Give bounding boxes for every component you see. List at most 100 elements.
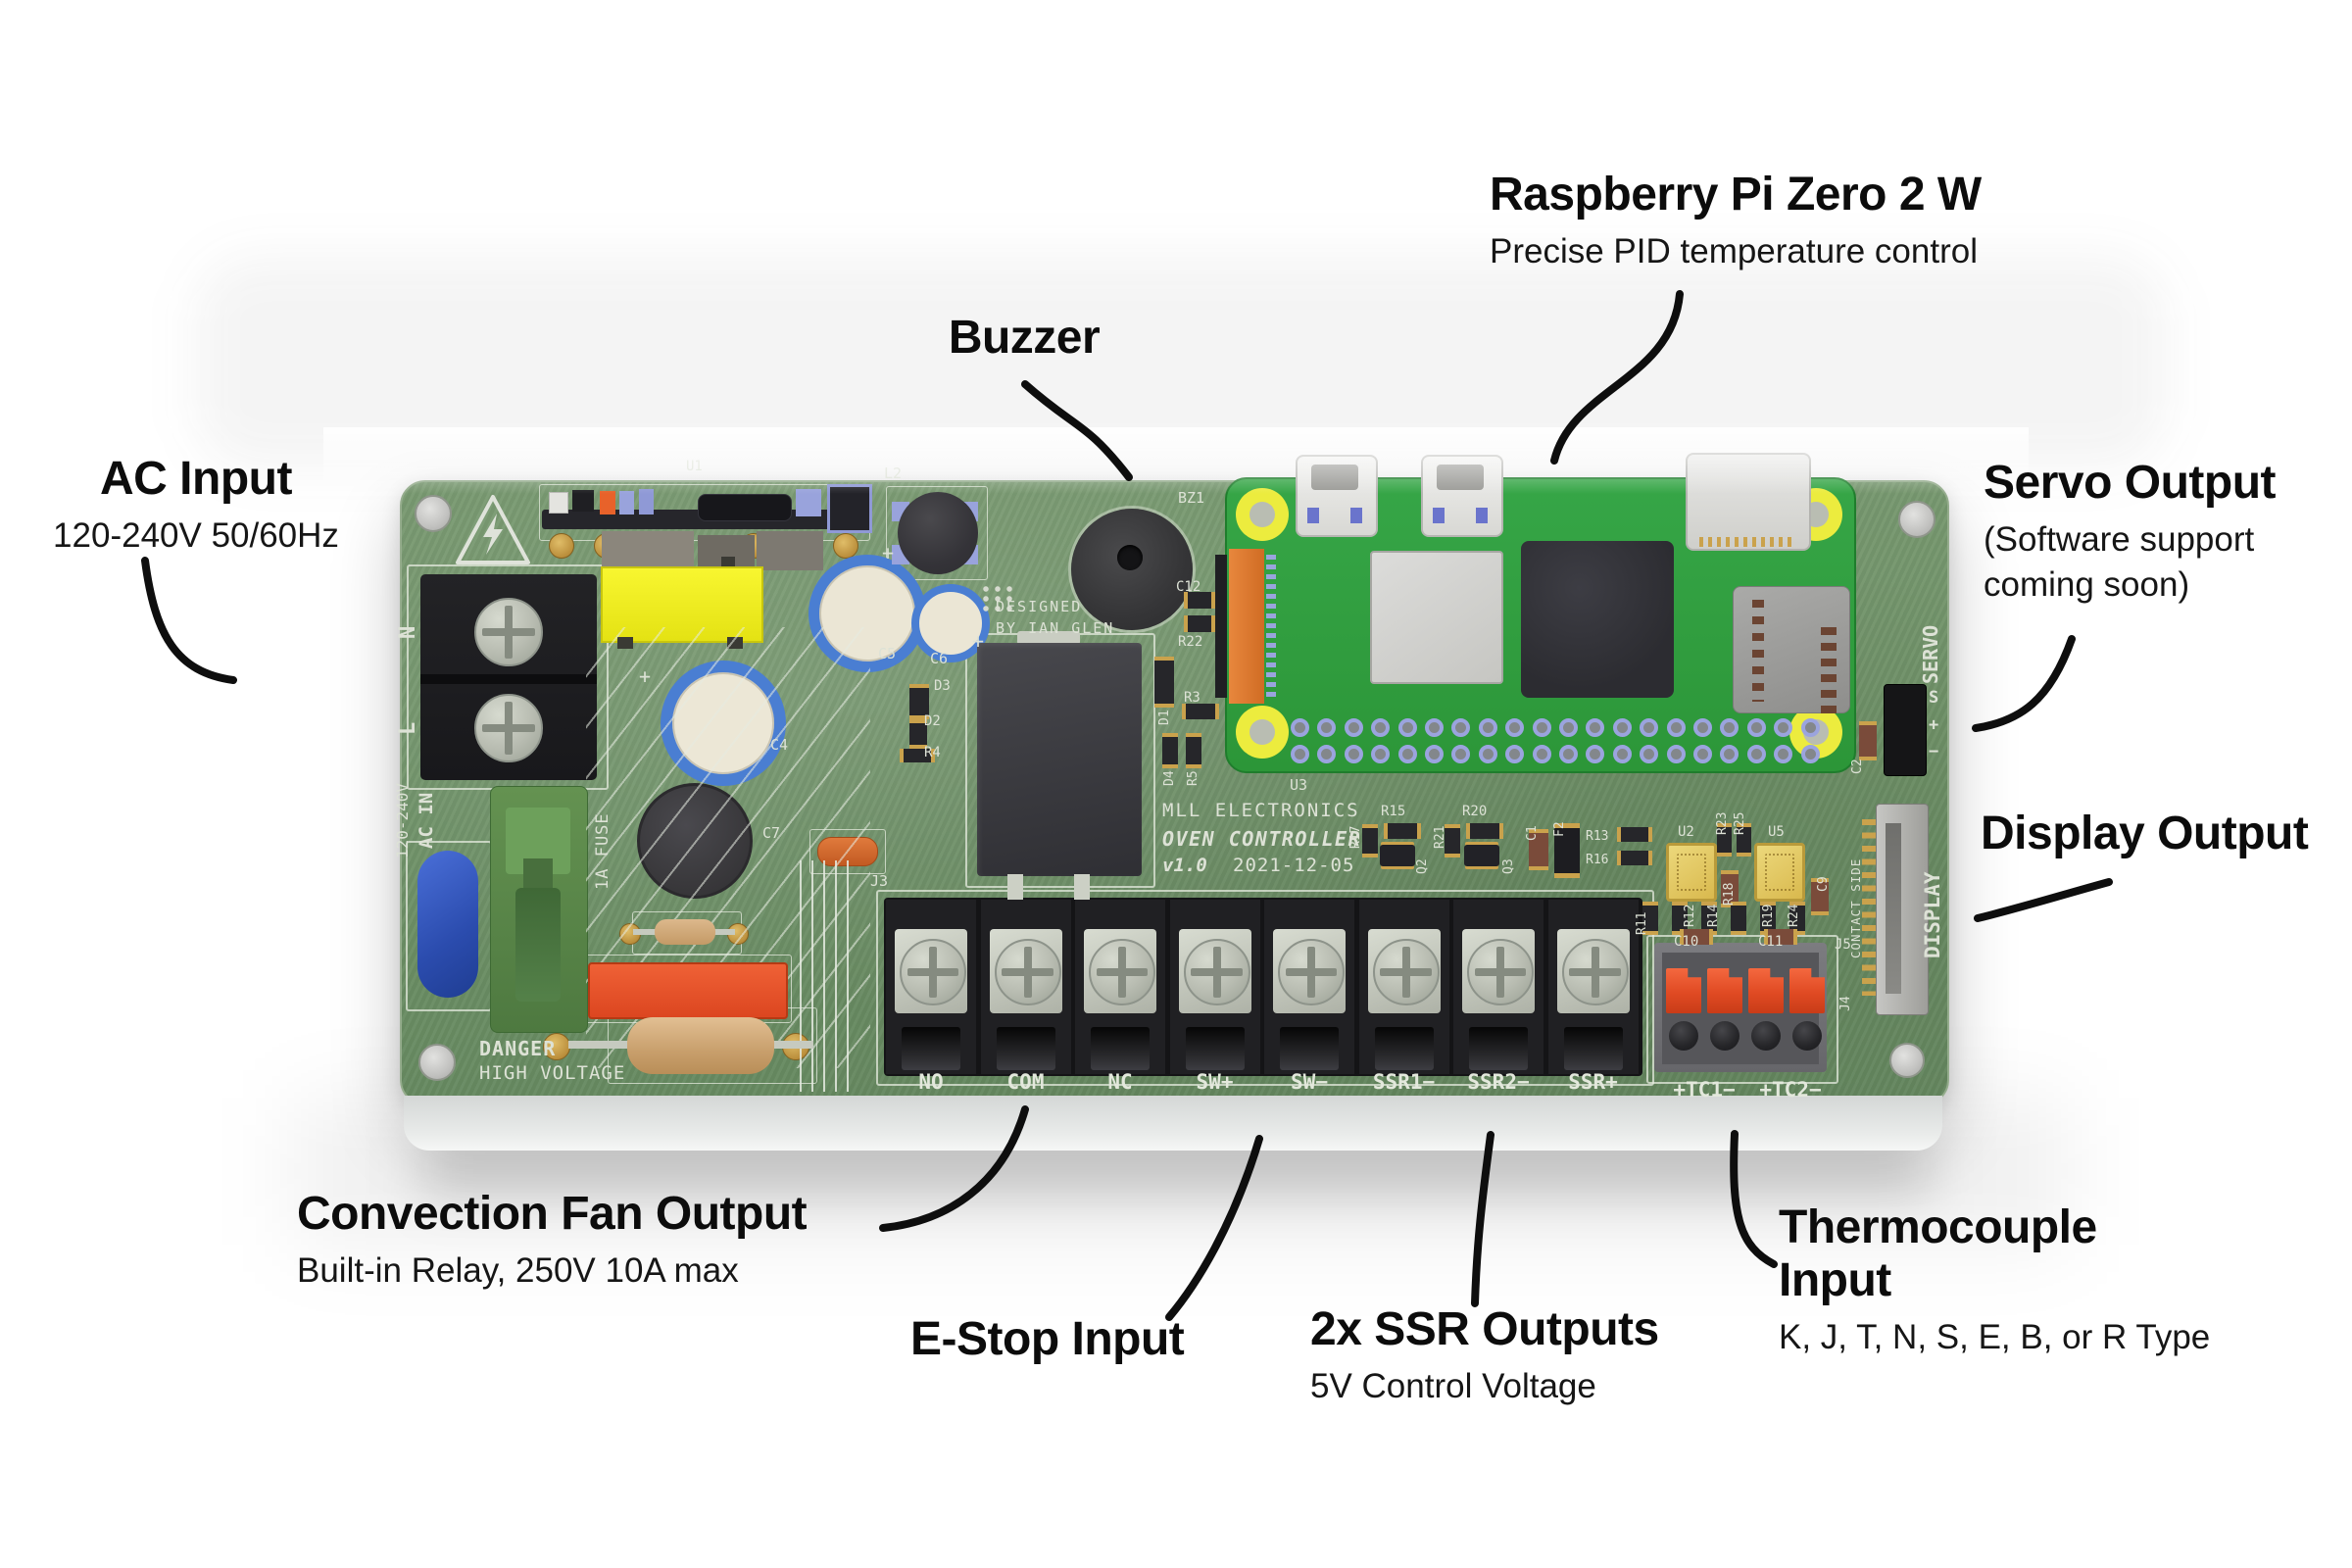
- cap-c6: [911, 584, 990, 662]
- display-connector-slot: [1886, 823, 1901, 994]
- psu-gold-pad-5: [833, 533, 858, 559]
- silkscreen-ref-r15: R15: [1381, 804, 1406, 819]
- pi-gpio-hole-r1-c2: [1344, 745, 1363, 763]
- j5-hole-3: [1792, 1021, 1822, 1051]
- j3-label-sw−: SW−: [1291, 1070, 1328, 1094]
- callout-line-ac-input: [141, 557, 237, 684]
- pi-micro-usb-2-slot: [1437, 465, 1484, 490]
- pi-micro-usb-2-pin-a: [1433, 508, 1445, 523]
- pi-micro-usb-1-slot: [1311, 465, 1358, 490]
- cap-c1-part: [1529, 829, 1548, 870]
- silkscreen-ref-c10: C10: [1674, 934, 1699, 950]
- j3-label-no: NO: [918, 1070, 944, 1094]
- silkscreen-ref-u1: U1: [686, 459, 703, 474]
- silkscreen-danger-1: DANGER: [479, 1037, 557, 1060]
- pi-gpio-hole-r0-c1: [1317, 718, 1337, 737]
- diode-d4-part: [1162, 733, 1178, 768]
- pi-gpio-hole-r1-c3: [1371, 745, 1391, 763]
- res-r17-part: [1362, 824, 1378, 858]
- fan-output-sub: Built-in Relay, 250V 10A max: [297, 1250, 739, 1290]
- silkscreen-ref-c11: C11: [1758, 934, 1784, 950]
- silkscreen-ref-d3: D3: [934, 678, 951, 694]
- pi-gpio-hole-r0-c10: [1559, 718, 1578, 737]
- silkscreen-ref-c4: C4: [770, 736, 789, 754]
- j3-screw-3: [1183, 939, 1250, 1005]
- res-r23-part: [1717, 823, 1732, 857]
- pi-gpio-hole-r1-c18: [1774, 745, 1793, 763]
- j3-slot-5: [1374, 1027, 1434, 1070]
- annotation-raspberry-pi: Raspberry Pi Zero 2 W Precise PID temper…: [1490, 169, 1982, 274]
- res-r5-part: [1186, 733, 1201, 768]
- pi-gpio-hole-r0-c12: [1612, 718, 1632, 737]
- res-r21-part: [1445, 824, 1460, 858]
- silkscreen-ref-bz1: BZ1: [1178, 489, 1205, 507]
- relay: [977, 643, 1142, 876]
- pi-mini-hdmi: [1686, 453, 1811, 551]
- silkscreen-dot-grid: [980, 584, 1013, 612]
- annotation-ssr-outputs: 2x SSR Outputs 5V Control Voltage: [1310, 1303, 1659, 1409]
- buzzer-title: Buzzer: [948, 312, 1101, 364]
- fuse-f2-part: [1554, 823, 1580, 878]
- pi-gpio-hole-r0-c4: [1397, 718, 1417, 737]
- pi-gpio-hole-r1-c16: [1720, 745, 1740, 763]
- silkscreen-ref-r18: R18: [1722, 882, 1737, 906]
- annotation-display-output: Display Output: [1981, 808, 2309, 860]
- silkscreen-ref-r4: R4: [924, 745, 941, 760]
- silkscreen-ref-r11: R11: [1635, 911, 1649, 935]
- pi-gpio-hole-r1-c5: [1425, 745, 1444, 763]
- pi-gpio-hole-r1-c8: [1505, 745, 1525, 763]
- silkscreen-ac-range: 120-240V: [393, 782, 412, 858]
- callout-line-servo: [1972, 635, 2076, 732]
- pi-gpio-hole-r0-c6: [1451, 718, 1471, 737]
- silkscreen-neutral: N: [396, 625, 420, 639]
- psu-comp-cap2: [639, 489, 654, 514]
- silkscreen-ref-r23: R23: [1715, 811, 1730, 835]
- transistor-q2: [1380, 845, 1415, 866]
- servo-pin-label-1: S: [1929, 688, 1939, 708]
- pi-gpio-hole-r0-c7: [1478, 718, 1497, 737]
- j3-outline: [876, 890, 1654, 1086]
- silkscreen-ref-q3: Q3: [1501, 858, 1516, 874]
- chip-u5: [1754, 843, 1805, 902]
- res-row-1: [1642, 902, 1658, 935]
- diode-d1-part: [1154, 657, 1174, 708]
- ac-input-title: AC Input: [100, 453, 292, 505]
- j5-hole-0: [1669, 1021, 1698, 1051]
- silkscreen-ref-r19: R19: [1761, 904, 1776, 927]
- thermocouple-input-title: Thermocouple Input: [1779, 1201, 2097, 1306]
- annotation-thermocouple-input: Thermocouple Input K, J, T, N, S, E, B, …: [1779, 1201, 2210, 1360]
- res-row-6: [1789, 902, 1805, 935]
- pi-gpio-hole-r0-c15: [1693, 718, 1712, 737]
- pi-sd-contacts: [1752, 600, 1764, 702]
- silkscreen-ref-r17: R17: [1348, 825, 1363, 849]
- mount-hole-bottom-right: [1889, 1043, 1925, 1078]
- servo-header: [1884, 684, 1927, 776]
- j3-screw-2: [1089, 939, 1155, 1005]
- buzzer-hole: [1117, 545, 1143, 570]
- relay-leg-1: [1007, 874, 1023, 900]
- silkscreen-danger-2: HIGH VOLTAGE: [479, 1062, 626, 1084]
- relay-leg-2: [1074, 874, 1090, 900]
- silkscreen-ref-d4: D4: [1162, 770, 1177, 786]
- pi-pad-screw-3: [1250, 719, 1275, 745]
- pi-gpio-hole-r0-c2: [1344, 718, 1363, 737]
- pi-gpio-hole-r1-c13: [1640, 745, 1659, 763]
- display-connector-pins: [1862, 819, 1878, 996]
- j3-label-nc: NC: [1107, 1070, 1133, 1094]
- silkscreen-ref-u3: U3: [1290, 776, 1308, 794]
- pi-gpio-hole-r1-c7: [1478, 745, 1497, 763]
- j3-slot-7: [1563, 1027, 1623, 1070]
- pi-gpio-hole-r1-c15: [1693, 745, 1712, 763]
- silkscreen-ref-r21: R21: [1433, 825, 1447, 849]
- j3-label-ssr2−: SSR2−: [1467, 1070, 1530, 1094]
- diode-d3-part: [909, 684, 929, 719]
- psu-diode: [698, 494, 792, 521]
- pi-camera-ffc: [1229, 549, 1264, 704]
- j3-screw-6: [1467, 939, 1534, 1005]
- fan-output-title: Convection Fan Output: [297, 1188, 808, 1240]
- j3-screw-7: [1561, 939, 1629, 1005]
- annotation-servo-output: Servo Output (Software support coming so…: [1984, 457, 2311, 608]
- servo-pin-label-2: +: [1929, 714, 1939, 735]
- display-output-title: Display Output: [1981, 808, 2309, 859]
- pi-gpio-hole-r1-c19: [1800, 745, 1820, 763]
